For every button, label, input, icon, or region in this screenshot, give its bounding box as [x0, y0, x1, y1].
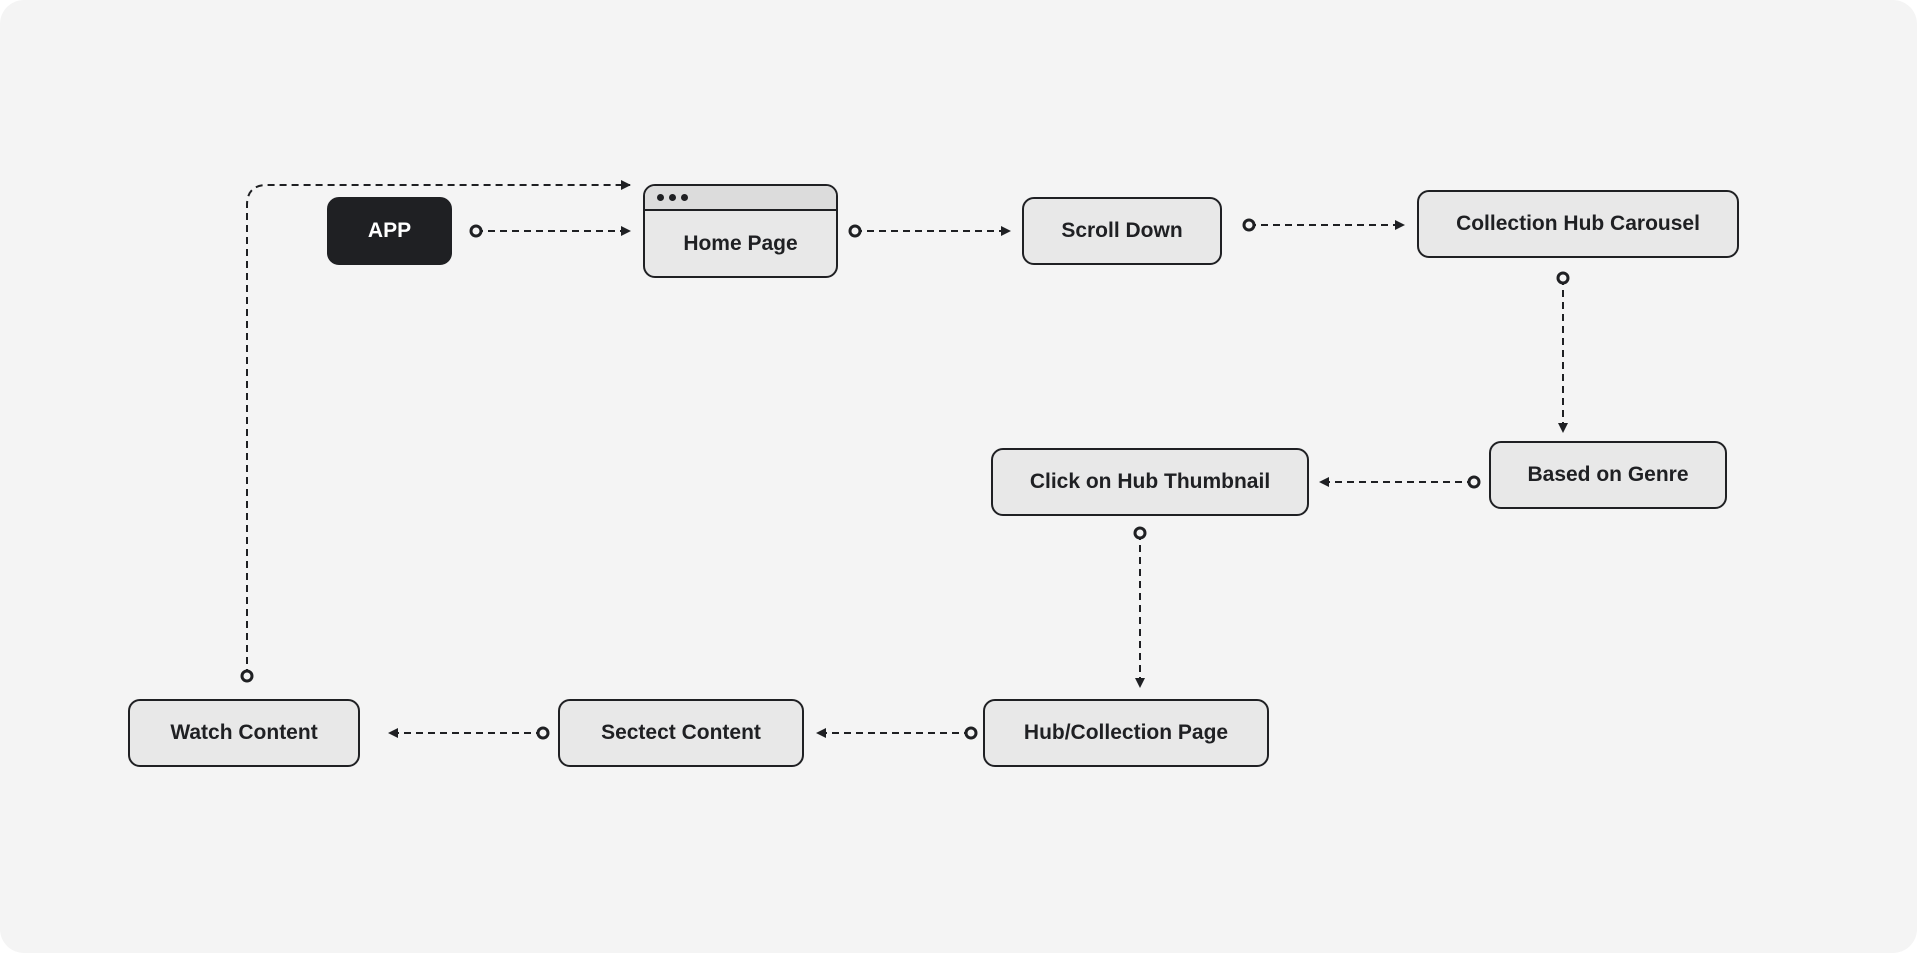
- connector-dot: [240, 669, 254, 683]
- click-on-hub-thumbnail-node-label: Click on Hub Thumbnail: [1029, 470, 1271, 493]
- home-page-node: Home Page: [643, 184, 838, 278]
- home-page-node-label: Home Page: [683, 231, 798, 255]
- window-dot-icon: [657, 194, 664, 201]
- collection-hub-carousel-node: Collection Hub Carousel: [1417, 190, 1739, 258]
- window-dot-icon: [681, 194, 688, 201]
- scroll-down-node: Scroll Down: [1022, 197, 1222, 265]
- click-on-hub-thumbnail-node: Click on Hub Thumbnail: [991, 448, 1309, 516]
- connector-dot: [536, 726, 550, 740]
- hub-collection-page-node-label: Hub/Collection Page: [1023, 721, 1229, 744]
- watch-content-node: Watch Content: [128, 699, 360, 767]
- connector-dot: [1556, 271, 1570, 285]
- window-title-bar: [645, 186, 836, 211]
- based-on-genre-node: Based on Genre: [1489, 441, 1727, 509]
- watch-content-node-label: Watch Content: [170, 721, 318, 744]
- connector-dot: [848, 224, 862, 238]
- window-dot-icon: [669, 194, 676, 201]
- collection-hub-carousel-node-label: Collection Hub Carousel: [1456, 212, 1700, 235]
- hub-collection-page-node: Hub/Collection Page: [983, 699, 1269, 767]
- app-node: APP: [327, 197, 452, 265]
- app-node-label: APP: [367, 219, 412, 242]
- scroll-down-node-label: Scroll Down: [1061, 219, 1183, 242]
- connector-dot: [469, 224, 483, 238]
- connector-dot: [1133, 526, 1147, 540]
- connector-dot: [964, 726, 978, 740]
- connector-dot: [1467, 475, 1481, 489]
- edge-watch-content-to-home-page: [246, 180, 631, 676]
- select-content-node-label: Sectect Content: [601, 721, 761, 744]
- connector-dot: [1242, 218, 1256, 232]
- based-on-genre-node-label: Based on Genre: [1527, 463, 1689, 486]
- select-content-node: Sectect Content: [558, 699, 804, 767]
